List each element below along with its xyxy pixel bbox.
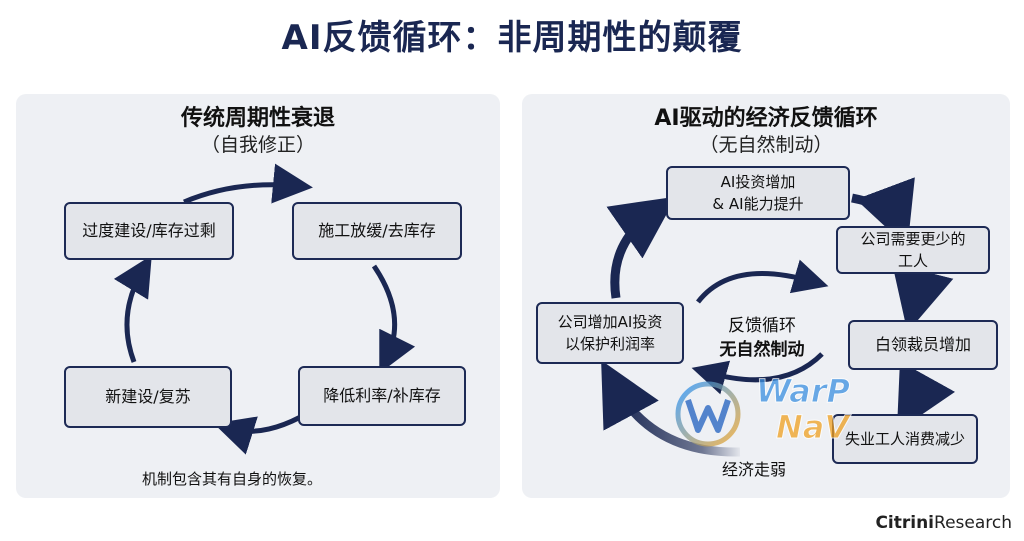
- box-fewer-workers: 公司需要更少的 工人: [836, 226, 990, 274]
- left-panel-title: 传统周期性衰退: [180, 106, 335, 131]
- arrow-top-right: [851, 177, 915, 248]
- watermark-line-1: WarP: [756, 372, 851, 411]
- arrow-bottom-fade: [601, 360, 741, 457]
- warpnav-watermark-logo: WarP NaV: [672, 372, 912, 456]
- arrow-right-lower: [896, 361, 956, 432]
- arrow-right-down: [892, 263, 954, 333]
- box-consumption-drop: 失业工人消费减少: [832, 414, 978, 464]
- left-panel-subtitle: （自我修正）: [200, 134, 315, 156]
- ai-loop-arrows: [601, 177, 956, 457]
- box-layoffs: 白领裁员增加: [848, 320, 998, 370]
- ai-loop-panel: AI驱动的经济反馈循环 （无自然制动） AI投资增加 & AI能力提升: [522, 94, 1010, 498]
- main-title: AI反馈循环：非周期性的颠覆: [281, 18, 743, 58]
- box-protect-margins: 公司增加AI投资 以保护利润率: [536, 302, 684, 364]
- box-rate-cut: 降低利率/补库存: [298, 366, 466, 426]
- warpnav-logo-icon: [675, 381, 741, 447]
- arrow-left-up: [606, 196, 677, 299]
- inner-arrow-top: [696, 259, 829, 304]
- center-line-2: 无自然制动: [719, 340, 805, 360]
- arrow-top: [183, 163, 313, 205]
- feedback-loop-label: 反馈循环 无自然制动: [690, 314, 834, 362]
- center-line-1: 反馈循环: [728, 316, 796, 336]
- self-recovery-note: 机制包含其有自身的恢复。: [142, 470, 323, 488]
- traditional-cycle-panel: 传统周期性衰退 （自我修正） 过度建设/库存过剩 施工放缓/去库存 降低利率/补…: [16, 94, 500, 498]
- box-overbuild: 过度建设/库存过剩: [64, 202, 234, 260]
- box-slowdown: 施工放缓/去库存: [292, 202, 462, 260]
- watermark-line-2: NaV: [775, 408, 850, 447]
- brand-regular: Research: [934, 513, 1012, 533]
- brand-bold: Citrini: [875, 513, 935, 533]
- box-recovery: 新建设/复苏: [64, 366, 232, 428]
- right-panel-title: AI驱动的经济反馈循环: [654, 106, 878, 131]
- arrow-left: [113, 255, 152, 363]
- citrini-research-brand: CitriniResearch: [875, 513, 1012, 533]
- inner-arrow-bottom: [691, 352, 824, 395]
- arrow-right: [371, 264, 416, 374]
- left-cycle-arrows: [113, 163, 416, 455]
- economic-weakening-label: 经济走弱: [722, 460, 787, 479]
- box-ai-investment: AI投资增加 & AI能力提升: [666, 166, 850, 220]
- right-panel-subtitle: （无自然制动）: [699, 134, 833, 156]
